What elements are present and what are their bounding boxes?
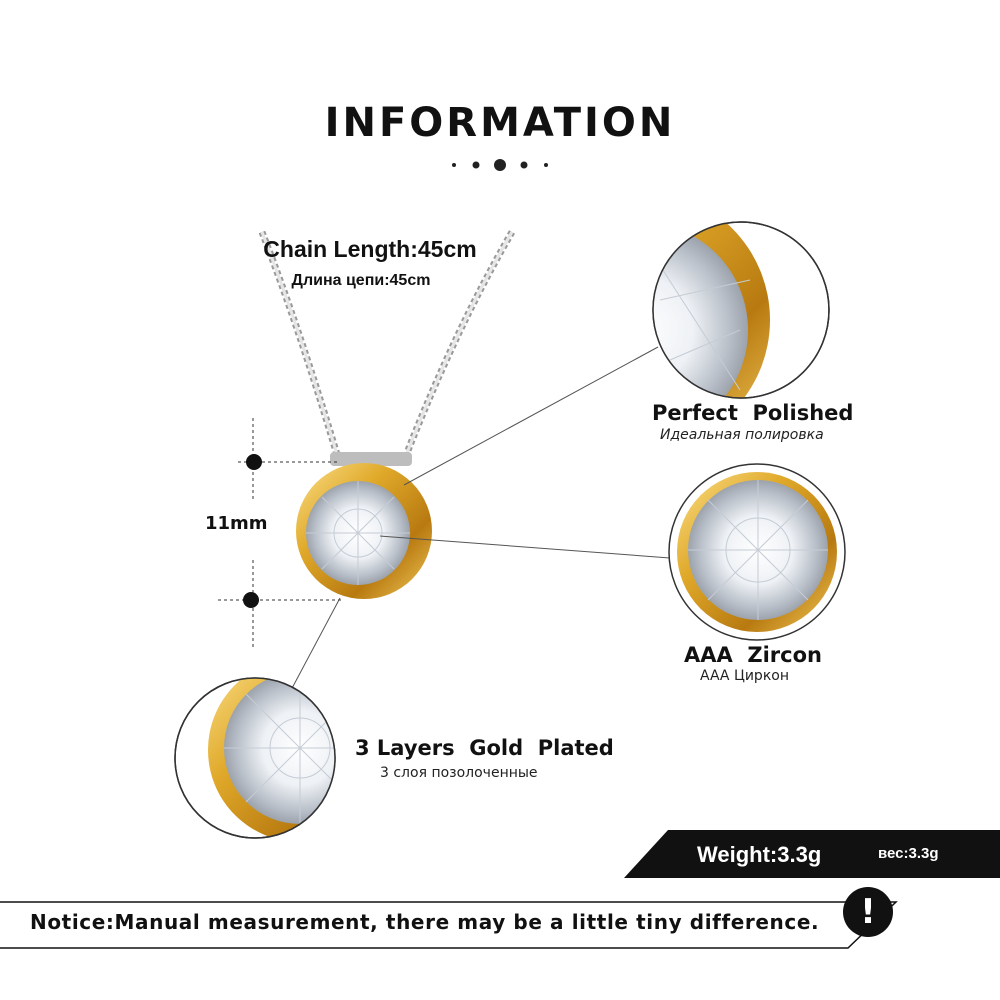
chain-length-label-ru: Длина цепи:45cm bbox=[291, 272, 431, 289]
feature-plated-subtitle: 3 слоя позолоченные bbox=[380, 765, 538, 781]
zoom-circle-plated bbox=[174, 677, 336, 839]
feature-zircon-title: AAA Zircon bbox=[684, 643, 822, 667]
feature-polished-subtitle: Идеальная полировка bbox=[660, 427, 824, 443]
dimension-markers bbox=[218, 418, 342, 648]
box-chain bbox=[258, 230, 516, 466]
feature-polished-title: Perfect Polished bbox=[652, 401, 854, 425]
header-dots bbox=[452, 159, 548, 171]
feature-plated-title: 3 Layers Gold Plated bbox=[355, 736, 614, 760]
feature-zircon-subtitle: AAA Циркон bbox=[700, 668, 789, 684]
weight-label-ru: вес:3.3g bbox=[878, 845, 939, 862]
notice-text: Notice:Manual measurement, there may be … bbox=[30, 910, 820, 934]
weight-banner bbox=[624, 830, 1000, 878]
pendant bbox=[296, 463, 432, 599]
page-title: INFORMATION bbox=[324, 100, 676, 146]
weight-label: Weight:3.3g bbox=[697, 842, 822, 867]
chain-length-label: Chain Length:45cm bbox=[263, 236, 477, 262]
zoom-circle-zircon bbox=[668, 463, 846, 641]
callout-lines bbox=[289, 346, 671, 693]
zoom-circle-polished bbox=[652, 221, 830, 399]
pendant-size-label: 11mm bbox=[205, 513, 268, 534]
exclamation-icon: ! bbox=[843, 887, 893, 937]
